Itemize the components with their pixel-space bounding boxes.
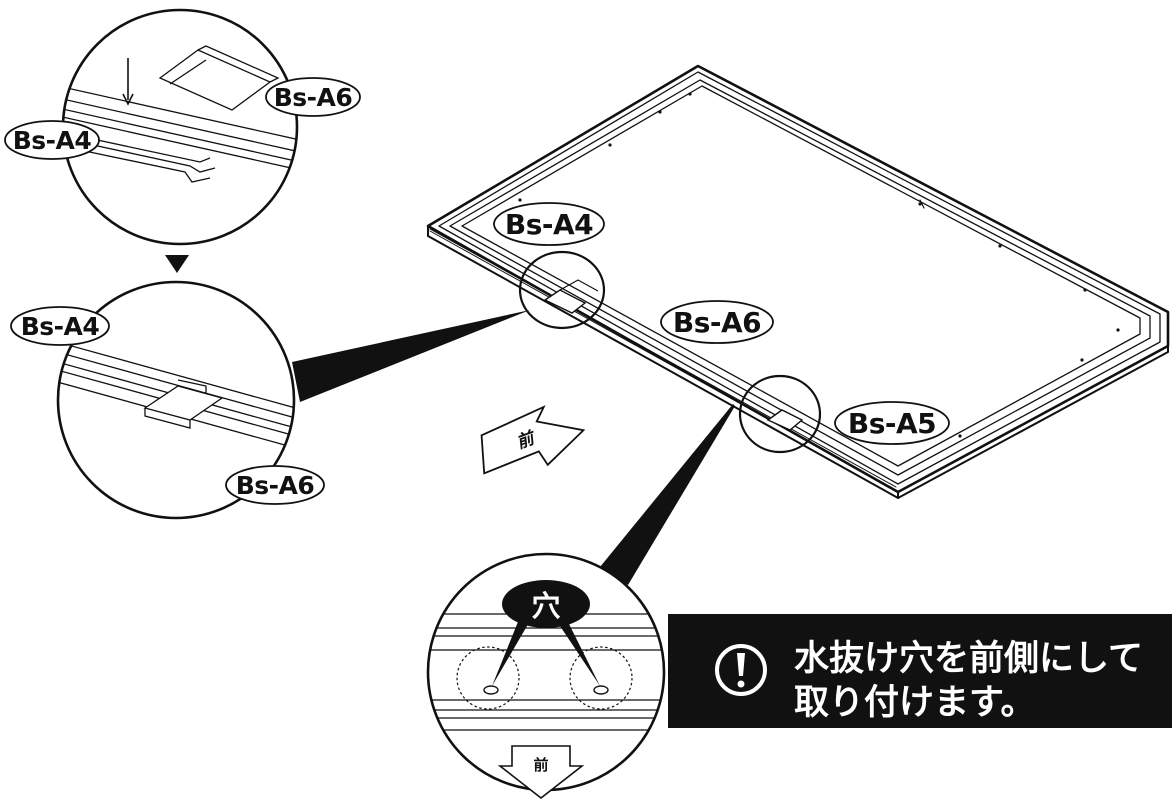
part-label-frame-a6: Bs-A6 bbox=[660, 300, 774, 344]
svg-text:Bs-A6: Bs-A6 bbox=[274, 83, 353, 112]
callout-pointer-mid bbox=[292, 310, 530, 402]
svg-text:Bs-A4: Bs-A4 bbox=[21, 312, 100, 341]
svg-text:Bs-A5: Bs-A5 bbox=[848, 407, 936, 440]
down-arrow-icon bbox=[122, 58, 134, 106]
hole-marker-right bbox=[569, 646, 633, 710]
front-arrow-bottom-label: 前 bbox=[533, 756, 548, 774]
sequence-arrow-icon bbox=[165, 255, 189, 273]
joint-detail-left bbox=[518, 250, 606, 330]
detail-circle-mid bbox=[56, 280, 296, 520]
frame-assembly bbox=[426, 64, 1170, 499]
part-label-mid-a6: Bs-A6 bbox=[225, 465, 325, 505]
svg-text:Bs-A4: Bs-A4 bbox=[505, 208, 593, 241]
detail-circle-bottom: 穴 前 bbox=[426, 552, 666, 800]
svg-text:Bs-A4: Bs-A4 bbox=[13, 126, 92, 155]
notice-banner: 水抜け穴を前側にして 取り付けます。 bbox=[668, 614, 1172, 728]
front-direction-arrow: 前 bbox=[480, 405, 586, 475]
front-arrow-bottom: 前 bbox=[497, 745, 585, 800]
svg-text:Bs-A6: Bs-A6 bbox=[673, 306, 761, 339]
notice-line-1: 水抜け穴を前側にして bbox=[794, 639, 1143, 679]
svg-text:Bs-A6: Bs-A6 bbox=[236, 471, 315, 500]
exclamation-icon bbox=[715, 644, 767, 696]
part-label-top-a6: Bs-A6 bbox=[265, 77, 361, 117]
part-label-frame-a4: Bs-A4 bbox=[493, 202, 605, 246]
notice-line-2: 取り付けます。 bbox=[794, 683, 1036, 723]
callout-pointer-bottom bbox=[600, 404, 735, 585]
hole-marker-left bbox=[456, 646, 520, 710]
joint-detail-right bbox=[738, 374, 822, 454]
part-label-top-a4: Bs-A4 bbox=[4, 120, 100, 160]
part-label-frame-a5: Bs-A5 bbox=[834, 401, 950, 445]
detail-circle-top bbox=[61, 8, 299, 246]
part-label-mid-a4: Bs-A4 bbox=[10, 306, 110, 346]
hole-label: 穴 bbox=[531, 589, 560, 623]
